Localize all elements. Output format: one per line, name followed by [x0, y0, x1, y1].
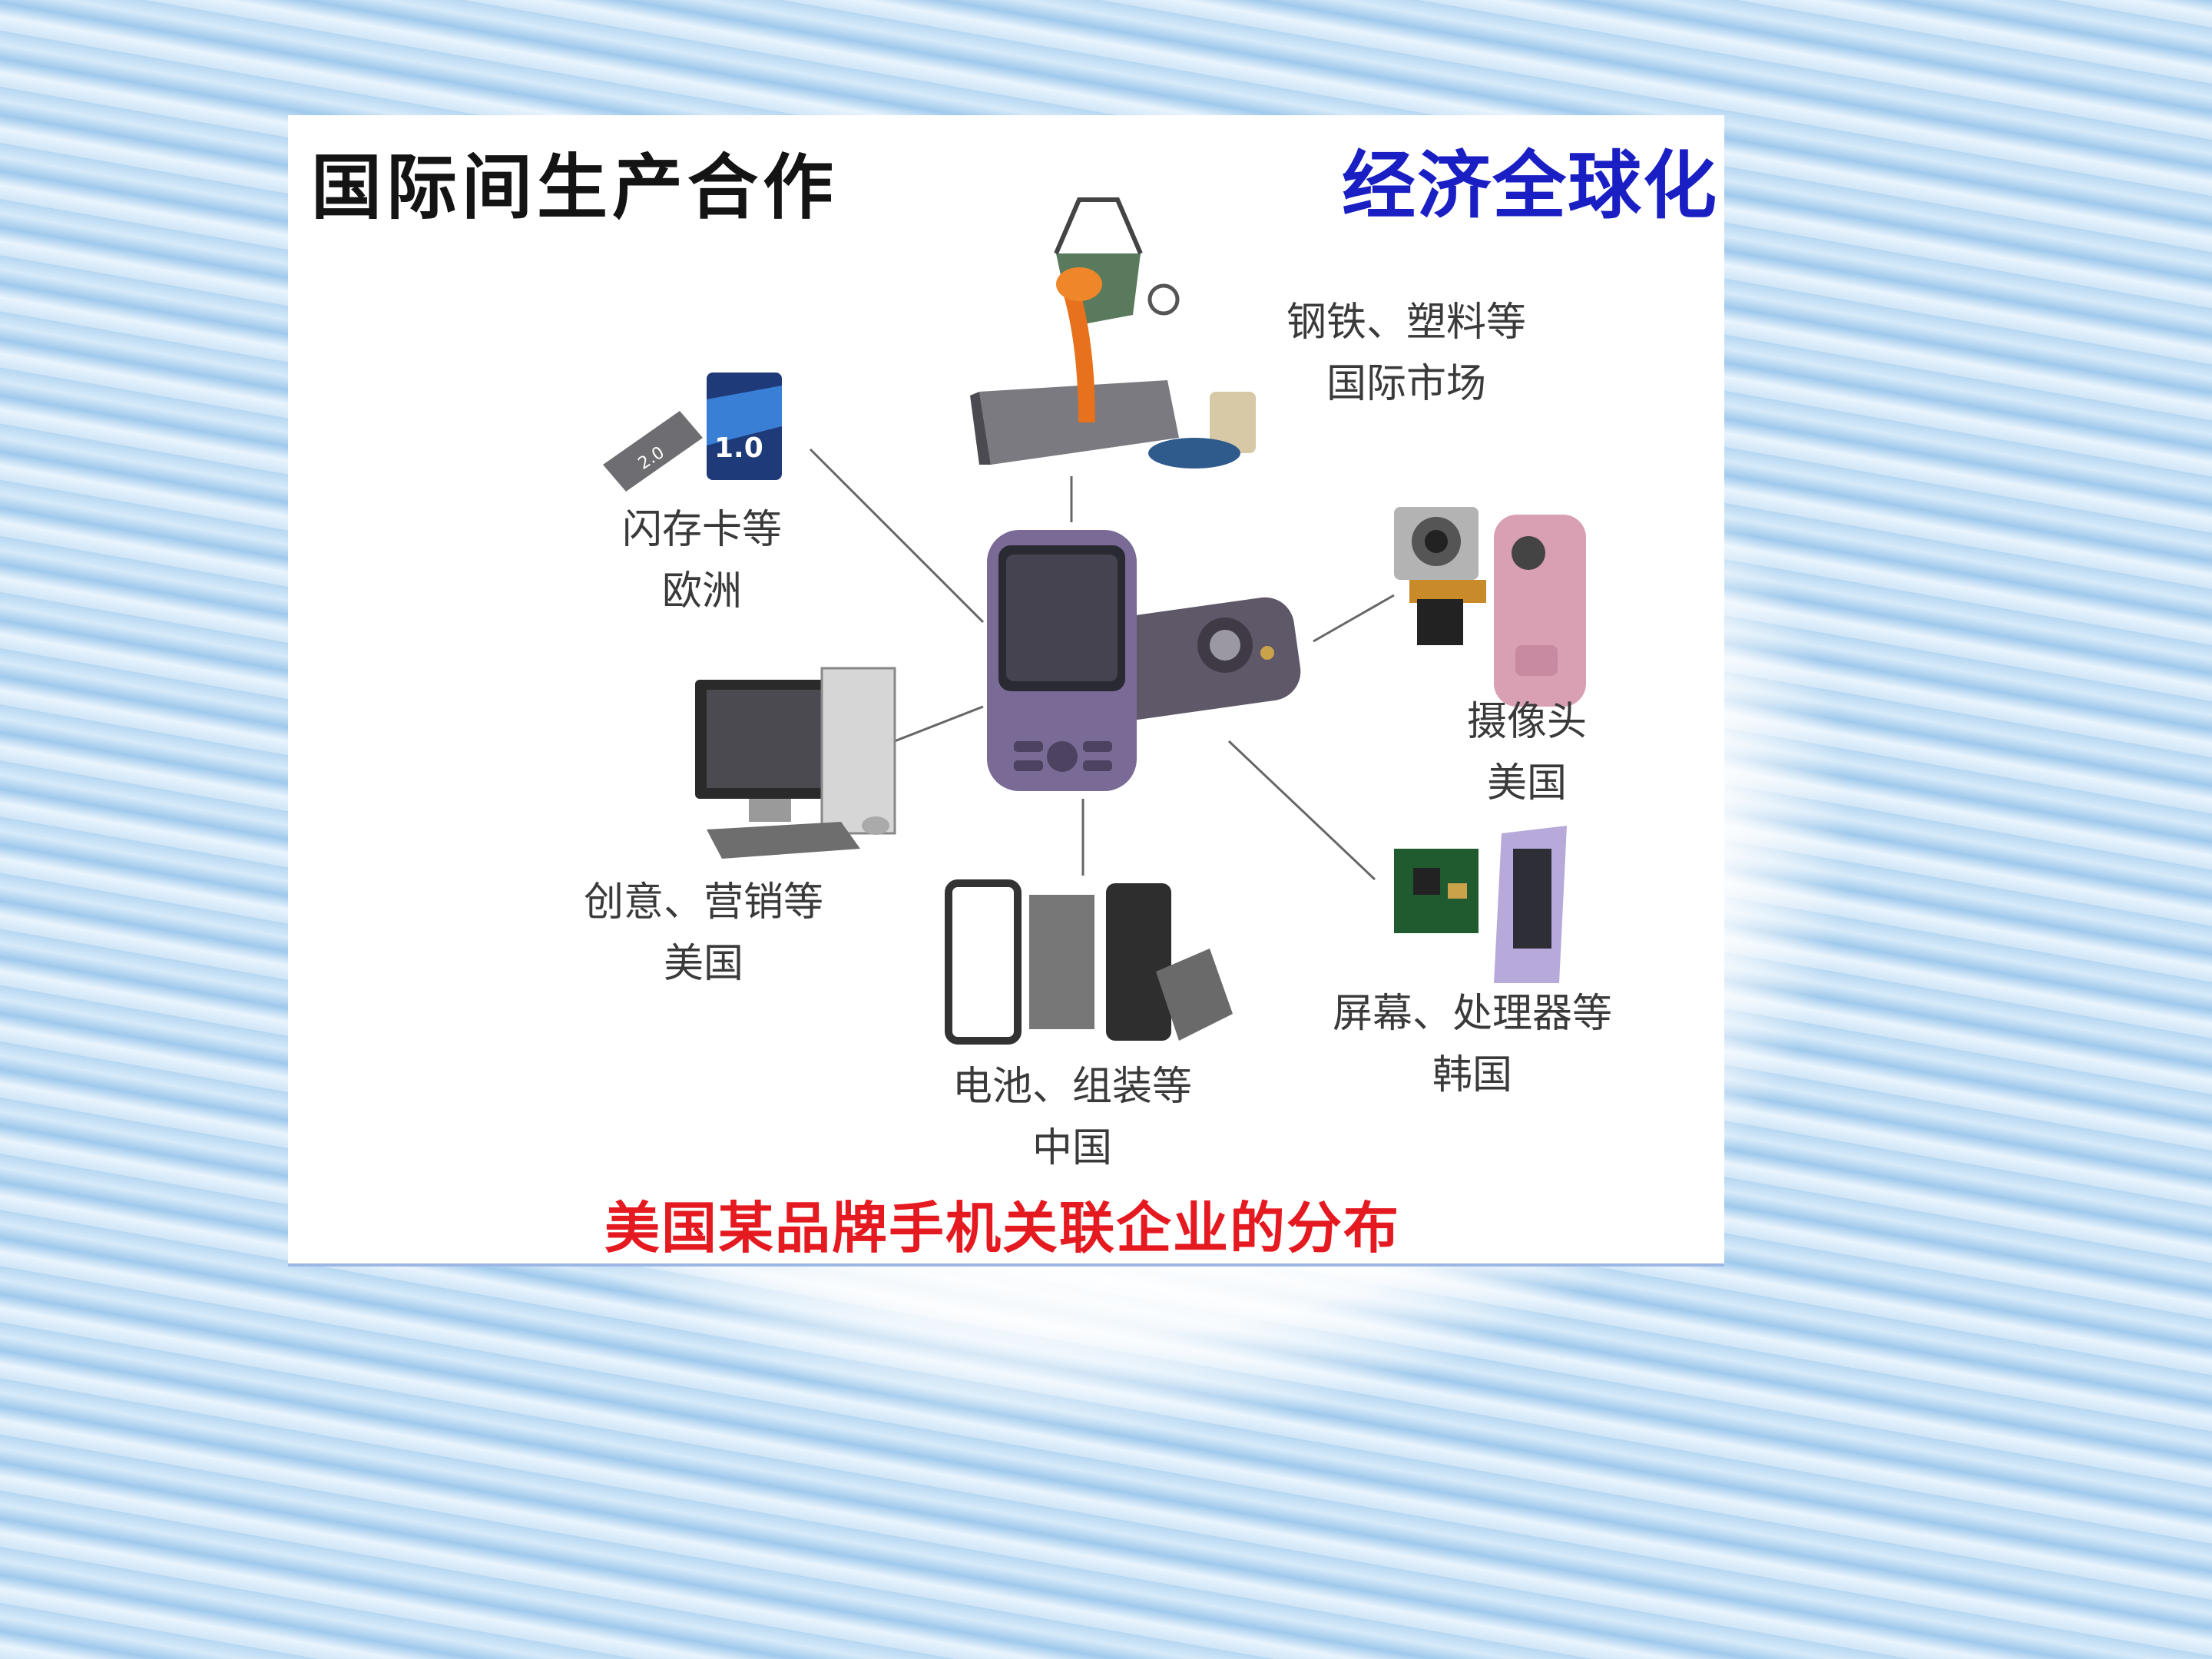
line-camera [1313, 594, 1395, 643]
label-camera: 摄像头 美国 [1467, 691, 1587, 814]
label-battery-line1: 电池、组装等 [952, 1064, 1193, 1110]
computer-icon [695, 667, 896, 859]
label-steel-line2: 国际市场 [1326, 361, 1487, 407]
label-battery: 电池、组装等 中国 [952, 1056, 1192, 1179]
label-flash-line2: 欧洲 [662, 568, 743, 614]
label-creative: 创意、营销等 美国 [584, 872, 823, 995]
circuit-board-icon [1394, 826, 1567, 983]
label-camera-line2: 美国 [1487, 760, 1568, 806]
label-screen: 屏幕、处理器等 韩国 [1333, 983, 1612, 1106]
phone-icon [987, 530, 1301, 791]
camera-module-icon [1394, 507, 1586, 707]
topic-title: 经济全球化 [1342, 143, 1718, 229]
label-battery-line2: 中国 [1032, 1125, 1113, 1171]
diagram-graphics: 2.0 1.0 [603, 197, 1586, 1045]
label-flash-line1: 闪存卡等 [622, 507, 783, 553]
label-screen-line2: 韩国 [1432, 1052, 1513, 1098]
ladle-icon [970, 197, 1256, 469]
label-screen-line1: 屏幕、处理器等 [1333, 991, 1613, 1037]
label-steel: 钢铁、塑料等 国际市场 [1286, 292, 1526, 415]
line-flash [809, 448, 985, 624]
phone-parts-icon [945, 879, 1233, 1045]
label-steel-line1: 钢铁、塑料等 [1286, 300, 1527, 346]
line-screen [1227, 740, 1376, 881]
diagram-caption: 美国某品牌手机关联企业的分布 [604, 1196, 1400, 1260]
sd-card-icon: 2.0 1.0 [603, 373, 782, 492]
sd-large-label: 1.0 [714, 432, 763, 464]
label-creative-line1: 创意、营销等 [584, 879, 824, 926]
diagram-card: 国际间生产合作 经济全球化 [288, 115, 1724, 1267]
label-creative-line2: 美国 [664, 941, 744, 987]
label-camera-line1: 摄像头 [1467, 699, 1588, 745]
label-flash: 闪存卡等 欧洲 [622, 499, 782, 622]
page-title: 国际间生产合作 [311, 146, 839, 229]
